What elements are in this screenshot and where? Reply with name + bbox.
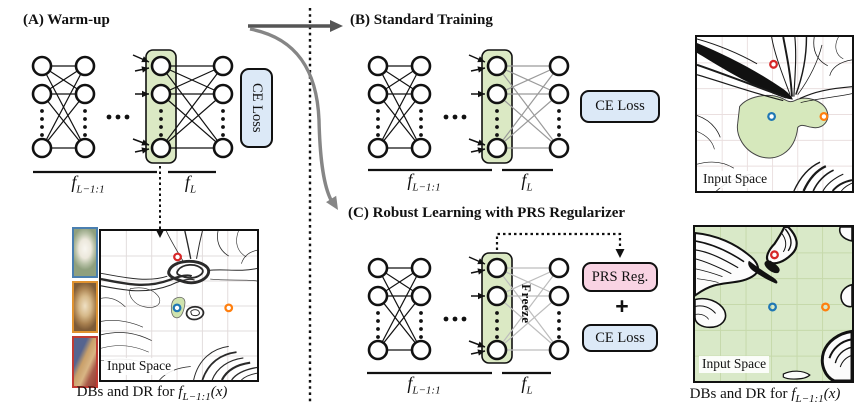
label-f-head-c: fL	[521, 373, 533, 397]
orange-class-marker	[821, 302, 830, 312]
label-f-backbone-b: fL−1:1	[407, 170, 441, 194]
network-warmup	[31, 49, 234, 164]
red-class-marker	[769, 59, 778, 69]
label-f-backbone-c: fL−1:1	[407, 373, 441, 397]
input-space-label-warmup: Input Space	[104, 358, 175, 375]
blue-class-marker	[172, 303, 182, 313]
label-f-head-a: fL	[184, 172, 197, 196]
ce-loss-label: CE Loss	[595, 98, 645, 114]
caption-robust-map: DBs and DR for fL−1:1(x)	[689, 386, 841, 405]
input-space-label-robust: Input Space	[699, 356, 770, 373]
sample-image-orange-class	[72, 281, 98, 333]
sample-image-red-class	[72, 336, 98, 388]
ce-loss-box-a: CE Loss	[240, 68, 273, 148]
orange-class-marker	[224, 303, 234, 313]
decision-boundary-map-standard	[695, 35, 854, 193]
label-f-head-b: fL	[521, 170, 533, 194]
input-space-label-standard: Input Space	[700, 171, 771, 188]
ce-loss-label: CE Loss	[595, 329, 645, 346]
robust-map-graphic	[695, 227, 852, 381]
network-standard	[367, 49, 570, 164]
standard-map-graphic	[697, 37, 852, 191]
caption-warmup-map: DBs and DR for fL−1:1(x)	[76, 384, 228, 403]
panel-a-title: (A) Warm-up	[23, 12, 110, 28]
panel-b-title: (B) Standard Training	[350, 12, 493, 28]
decision-boundary-map-warmup	[99, 229, 259, 382]
network-robust	[367, 252, 570, 364]
arrow-feature-to-map	[155, 166, 165, 238]
warmup-map-graphic	[101, 231, 257, 380]
plus-sign: +	[615, 293, 629, 319]
red-class-marker	[173, 252, 182, 262]
freeze-label: Freeze	[519, 284, 534, 324]
blue-class-marker	[768, 302, 777, 312]
red-class-marker	[770, 250, 779, 260]
arrow-feature-to-prs	[495, 232, 625, 258]
sample-image-blue-class	[72, 227, 98, 278]
prs-reg-label: PRS Reg.	[591, 268, 649, 285]
arrow-warmup-to-standard	[248, 20, 343, 32]
blue-class-marker	[767, 111, 777, 122]
panel-c-title: (C) Robust Learning with PRS Regularizer	[348, 205, 626, 221]
ce-loss-label: CE Loss	[249, 83, 265, 133]
ce-loss-box-b: CE Loss	[580, 90, 660, 123]
label-f-backbone-a: fL−1:1	[71, 172, 105, 196]
prs-regularizer-box: PRS Reg.	[582, 262, 658, 292]
ce-loss-box-c: CE Loss	[582, 324, 658, 352]
orange-class-marker	[819, 111, 829, 122]
